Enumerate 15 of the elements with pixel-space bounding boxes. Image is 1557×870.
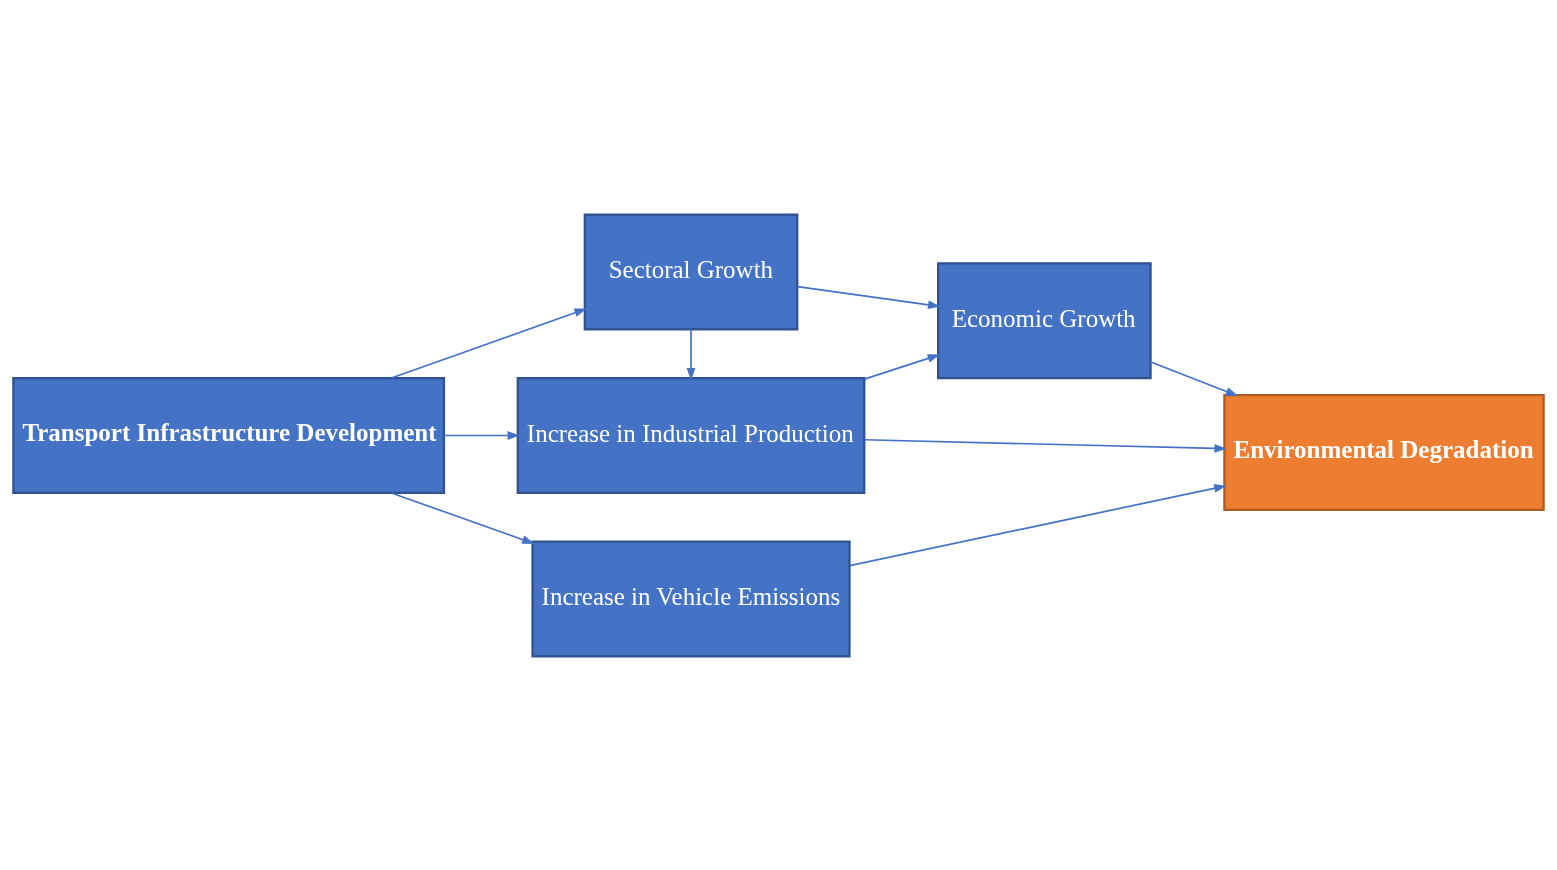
arrow <box>390 491 535 544</box>
arrow <box>390 308 587 379</box>
node-box: Transport Infrastructure Development <box>12 376 446 494</box>
node-box: Sectoral Growth <box>583 212 799 330</box>
arrow <box>686 328 696 381</box>
node-box: Increase in Industrial Production <box>516 376 866 494</box>
node-box: Environmental Degradation <box>1223 393 1545 511</box>
arrow <box>1150 360 1239 396</box>
arrow <box>443 430 521 440</box>
arrow <box>863 438 1227 453</box>
arrow <box>848 483 1227 566</box>
node-box: Increase in Vehicle Emissions <box>531 540 851 658</box>
arrow <box>796 285 941 309</box>
arrow <box>863 353 941 380</box>
node-box: Economic Growth <box>936 261 1152 379</box>
